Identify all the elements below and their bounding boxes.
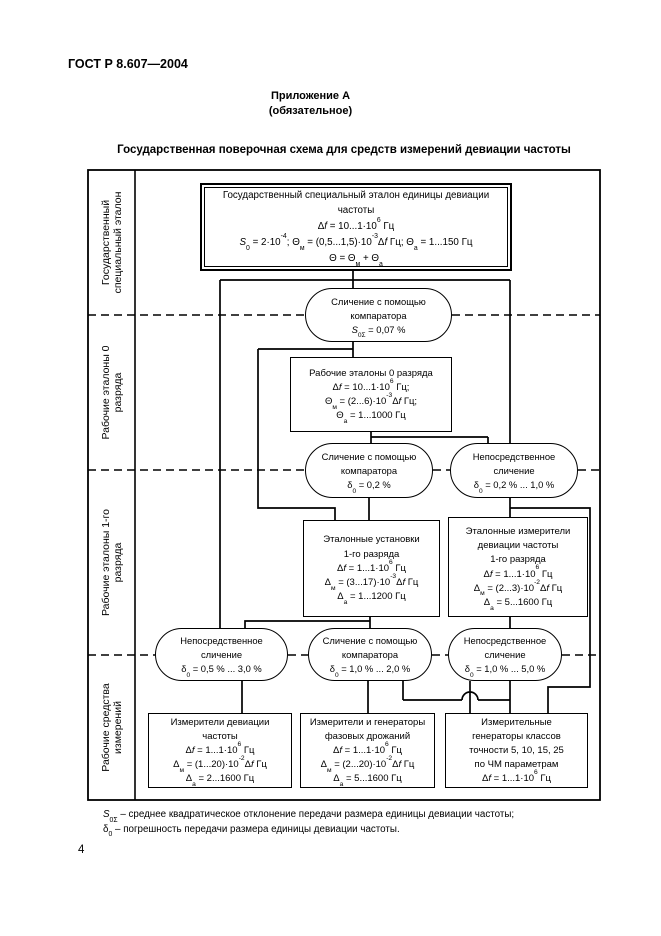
- sidebar-label-working-standards-1: Рабочие эталоны 1-го разряда: [89, 470, 135, 655]
- node-text-line: Рабочие эталоны 0 разряда: [309, 367, 433, 379]
- node-text-line: Сличение с помощью: [321, 451, 417, 462]
- node-text-line: Θа = 1...1000 Гц: [336, 410, 406, 425]
- node-direct-comparison-1-left: Непосредственное сличение δ0 = 0,5 % ... 3…: [155, 628, 288, 681]
- node-text-line: Государственный специальный эталон едини…: [222, 190, 490, 216]
- node-text-line: по ЧМ параметрам: [474, 759, 559, 771]
- node-text-line: 1-го разряда: [343, 548, 400, 560]
- node-text-line: δ0 = 0,5 % ... 3,0 %: [181, 663, 262, 679]
- node-text-line: Δf = 1...1·106 Гц: [185, 740, 255, 756]
- sidebar-label-text: Рабочие эталоны 0 разряда: [99, 345, 125, 440]
- node-text-line: Δм = (2...20)·10-2Δf Гц: [320, 754, 415, 774]
- annex-title: Приложение А: [270, 90, 351, 102]
- node-text-line: сличение: [484, 649, 526, 660]
- node-text-line: частоты: [202, 730, 238, 742]
- node-text-line: Δf = 1...1·106 Гц: [482, 769, 551, 785]
- node-text-line: сличение: [493, 465, 535, 476]
- node-text-line: Δf = 10...1·106 Гц: [317, 216, 395, 232]
- node-text-line: Θ = Θм + Θа: [329, 253, 383, 268]
- node-direct-comparison-0: Непосредственное сличение δ0 = 0,2 % ... 1…: [450, 443, 578, 498]
- node-text-line: δ0 = 1,0 % ... 2,0 %: [329, 663, 411, 679]
- node-text-line: генераторы классов: [472, 730, 561, 742]
- node-text-line: S0Σ = 0,07 %: [351, 323, 406, 340]
- node-text-line: Δа = 2...1600 Гц: [185, 773, 255, 789]
- node-text-line: фазовых дрожаний: [324, 730, 411, 742]
- node-text-line: Δа = 1...1200 Гц: [337, 591, 406, 607]
- sidebar-label-text: Рабочие средства измерений: [99, 683, 125, 772]
- footnotes: S0Σ – среднее квадратическое отклонение …: [103, 808, 593, 839]
- node-text-line: точности 5, 10, 15, 25: [469, 744, 564, 756]
- node-state-standard-text: Государственный специальный эталон едини…: [204, 187, 508, 268]
- node-standard-deviation-meters-1: Эталонные измерители девиации частоты 1-го…: [448, 517, 588, 617]
- node-text-line: Непосредственное: [180, 635, 263, 646]
- footnote-s0: S0Σ – среднее квадратическое отклонение …: [103, 809, 515, 824]
- node-text-line: Сличение с помощью: [331, 295, 426, 307]
- annex-note: (обязательное): [268, 105, 353, 117]
- node-comparator-1: Сличение с помощью компаратора δ0 = 1,0 % …: [308, 628, 432, 681]
- node-text-line: Δа = 5...1600 Гц: [483, 596, 553, 612]
- diagram-title: Государственная поверочная схема для сре…: [117, 144, 571, 156]
- sidebar-label-working-instruments: Рабочие средства измерений: [89, 655, 135, 800]
- page-number: 4: [78, 844, 85, 856]
- node-text-line: Сличение с помощью: [322, 635, 418, 646]
- node-text-line: Δf = 1...1·106 Гц: [337, 558, 406, 574]
- node-text-line: Δf = 1...1·106 Гц: [483, 564, 553, 580]
- node-text-line: компаратора: [350, 309, 407, 321]
- node-text-line: Δм = (3...17)·10-3Δf Гц: [324, 572, 419, 592]
- line-hop-arc: [461, 691, 479, 701]
- doc-number: ГОСТ Р 8.607—2004: [68, 57, 188, 71]
- node-comparator-0: Сличение с помощью компаратора δ0 = 0,2 %: [305, 443, 433, 498]
- node-text-line: Измерительные: [481, 716, 552, 728]
- sidebar-label-state-standard: Государственный специальный эталон: [89, 170, 135, 315]
- node-text-line: Δf = 1...1·106 Гц: [333, 740, 402, 756]
- node-text-line: компаратора: [340, 465, 398, 476]
- node-text-line: сличение: [200, 649, 243, 660]
- sidebar-label-working-standards-0: Рабочие эталоны 0 разряда: [89, 315, 135, 470]
- node-text-line: δ0 = 0,2 % ... 1,0 %: [473, 479, 555, 495]
- node-text-line: Непосредственное: [472, 451, 556, 462]
- node-text-line: Δf = 10...1·106 Гц;: [332, 377, 410, 393]
- annex-heading: Приложение А (обязательное): [88, 89, 533, 119]
- node-text-line: компаратора: [341, 649, 399, 660]
- node-text-line: Δм = (1...20)·10-2Δf Гц: [173, 754, 267, 774]
- node-measuring-generators: Измерительные генераторы классов точности …: [445, 713, 588, 788]
- node-text-line: Измерители и генераторы: [309, 716, 426, 728]
- node-text-line: Δа = 5...1600 Гц: [333, 773, 402, 789]
- node-text-line: Измерители девиации: [170, 716, 270, 728]
- node-text-line: δ0 = 1,0 % ... 5,0 %: [464, 663, 546, 679]
- node-text-line: δ0 = 0,2 %: [347, 479, 391, 495]
- node-text-line: Δм = (2...3)·10-2Δf Гц: [473, 578, 563, 598]
- node-text-line: Θм = (2...6)·10-3Δf Гц;: [324, 391, 418, 411]
- sidebar-label-text: Рабочие эталоны 1-го разряда: [99, 509, 125, 616]
- footnote-delta0: δ0 – погрешность передачи размера единиц…: [103, 823, 400, 839]
- node-text-line: 1-го разряда: [490, 554, 546, 566]
- node-text-line: девиации частоты: [477, 540, 559, 552]
- sidebar-label-text: Государственный специальный эталон: [99, 191, 125, 294]
- node-text-line: Эталонные измерители: [465, 525, 571, 537]
- node-state-standard: Государственный специальный эталон едини…: [200, 183, 512, 271]
- node-text-line: Эталонные установки: [323, 534, 420, 546]
- node-text-line: S0 = 2·10-4; Θм = (0,5...1,5)·10-3Δf Гц;…: [239, 232, 473, 252]
- node-direct-comparison-1-right: Непосредственное сличение δ0 = 1,0 % ... 5…: [448, 628, 562, 681]
- node-text-line: Непосредственное: [463, 635, 547, 646]
